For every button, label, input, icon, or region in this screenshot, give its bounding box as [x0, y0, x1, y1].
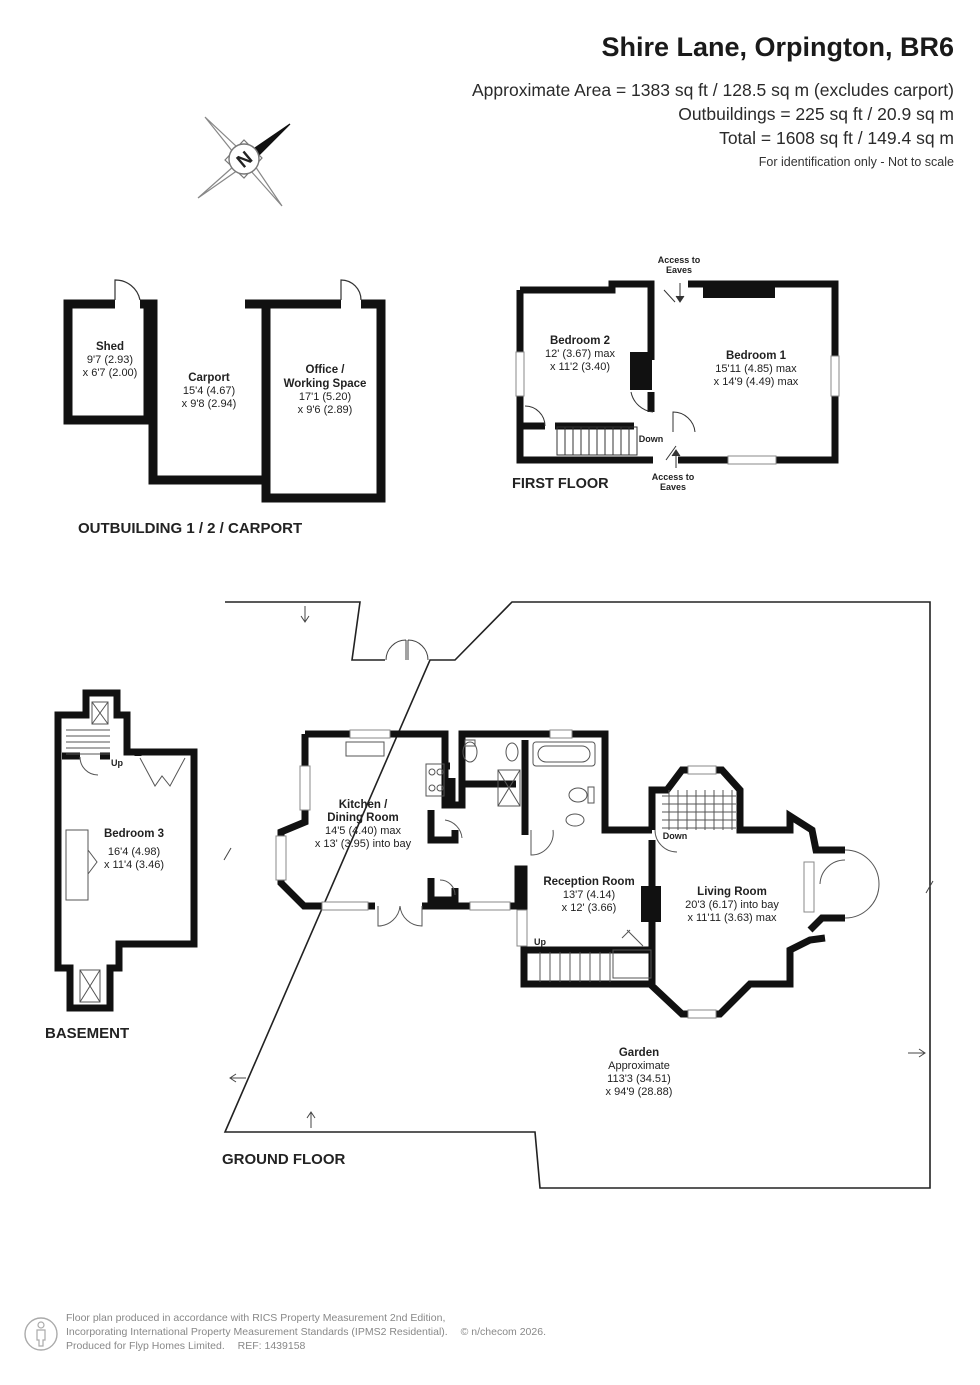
footer-copyright: © n/checom 2026.	[460, 1326, 546, 1338]
ground-floor-walls	[277, 730, 845, 1018]
first-floor-caption: FIRST FLOOR	[512, 476, 609, 492]
footer-line3-row: Produced for Flyp Homes Limited. REF: 14…	[66, 1339, 546, 1353]
access-eaves-top-line1: Access to	[658, 255, 701, 265]
garden-approximate: Approximate	[608, 1060, 670, 1072]
reception-label: Reception Room	[543, 876, 634, 888]
office-dim2: x 9'6 (2.89)	[298, 404, 353, 416]
footer-line3: Produced for Flyp Homes Limited.	[66, 1340, 225, 1352]
office-label-line1: Office /	[306, 364, 346, 376]
kitchen-label-line1: Kitchen /	[339, 799, 388, 811]
garden-boundary	[223, 601, 931, 1189]
shed-dim2: x 6'7 (2.00)	[83, 367, 138, 379]
north-compass-icon: N	[197, 116, 291, 207]
basement-caption: BASEMENT	[45, 1025, 129, 1042]
bedroom1-label: Bedroom 1	[726, 350, 787, 362]
basement-stairs-label: Up	[111, 758, 123, 768]
reception-dim2: x 12' (3.66)	[562, 902, 617, 914]
bedroom1-dim2: x 14'9 (4.49) max	[714, 376, 799, 388]
bedroom2-label: Bedroom 2	[550, 335, 610, 347]
access-eaves-bottom-line2: Eaves	[660, 482, 686, 492]
carport-dim1: 15'4 (4.67)	[183, 385, 235, 397]
bedroom1-dim1: 15'11 (4.85) max	[715, 363, 797, 375]
total-area: Total = 1608 sq ft / 149.4 sq m	[719, 128, 954, 148]
kitchen-dim1: 14'5 (4.40) max	[325, 825, 402, 837]
carport-label: Carport	[188, 372, 230, 384]
footer-line1: Floor plan produced in accordance with R…	[66, 1312, 446, 1324]
carport-dim2: x 9'8 (2.94)	[182, 398, 237, 410]
living-room-dim2: x 11'11 (3.63) max	[687, 912, 777, 924]
scale-note: For identification only - Not to scale	[758, 155, 954, 169]
outbuildings-area: Outbuildings = 225 sq ft / 20.9 sq m	[678, 104, 954, 124]
ground-stairs-up-label: Up	[534, 937, 546, 947]
plan-title: Shire Lane, Orpington, BR6	[601, 32, 954, 62]
bedroom2-dim2: x 11'2 (3.40)	[550, 361, 610, 373]
garden-dim2: x 94'9 (28.88)	[606, 1086, 673, 1098]
shed-dim1: 9'7 (2.93)	[87, 354, 133, 366]
ground-stairs-down-label: Down	[663, 831, 688, 841]
bedroom2-dim1: 12' (3.67) max	[545, 348, 615, 360]
office-dim1: 17'1 (5.20)	[299, 391, 351, 403]
footer-line2-row: Incorporating International Property Mea…	[66, 1325, 546, 1339]
reception-dim1: 13'7 (4.14)	[563, 889, 615, 901]
bedroom3-dim1: 16'4 (4.98)	[108, 846, 160, 858]
first-floor-stairs-label: Down	[639, 434, 664, 444]
basement-plan	[54, 689, 198, 1012]
approximate-area: Approximate Area = 1383 sq ft / 128.5 sq…	[472, 80, 954, 100]
footer-line2: Incorporating International Property Mea…	[66, 1326, 448, 1338]
garden-dim1: 113'3 (34.51)	[607, 1073, 671, 1085]
access-eaves-top-line2: Eaves	[666, 265, 692, 275]
garden-label: Garden	[619, 1047, 659, 1059]
living-room-label: Living Room	[697, 886, 767, 898]
office-label-line2: Working Space	[284, 378, 367, 390]
living-room-dim1: 20'3 (6.17) into bay	[685, 899, 779, 911]
bedroom3-dim2: x 11'4 (3.46)	[104, 859, 164, 871]
outbuildings-caption: OUTBUILDING 1 / 2 / CARPORT	[78, 520, 302, 537]
outbuildings-plan	[63, 299, 386, 503]
access-eaves-bottom-line1: Access to	[652, 472, 695, 482]
footer-ref: REF: 1439158	[237, 1340, 306, 1352]
kitchen-dim2: x 13' (3.95) into bay	[315, 838, 412, 850]
ground-floor-caption: GROUND FLOOR	[222, 1151, 345, 1168]
person-scale-icon	[24, 1317, 58, 1351]
footer: Floor plan produced in accordance with R…	[66, 1311, 546, 1353]
bedroom3-label: Bedroom 3	[104, 828, 164, 840]
shed-label: Shed	[96, 341, 124, 353]
kitchen-label-line2: Dining Room	[327, 812, 399, 824]
